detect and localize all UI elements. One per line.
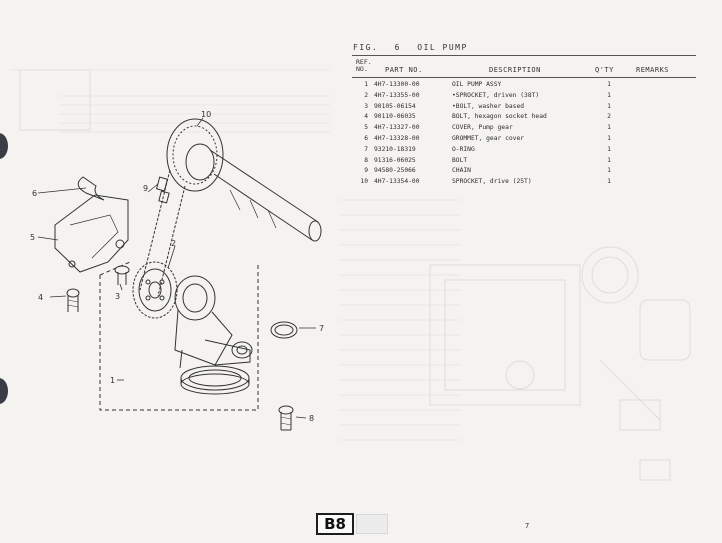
table-row: 8 91316-06025 BOLT 1 bbox=[352, 156, 696, 167]
qty-cell: 2 bbox=[607, 113, 611, 121]
parts-table: 1 4H7-13300-00 OIL PUMP ASSY 1 2 4H7-133… bbox=[352, 80, 696, 188]
table-row: 1 4H7-13300-00 OIL PUMP ASSY 1 bbox=[352, 80, 696, 91]
header-rule bbox=[352, 77, 696, 78]
exploded-parts-diagram: 10 2 3 4 5 6 7 8 9 1 bbox=[30, 110, 324, 431]
section-tab-ghost bbox=[356, 514, 388, 534]
description-cell: CHAIN bbox=[452, 167, 471, 175]
assembly-boundary bbox=[99, 262, 259, 411]
description-cell: O-RING bbox=[452, 145, 475, 153]
driven-sprocket-part bbox=[132, 261, 178, 319]
washer-bolt-part bbox=[114, 265, 130, 285]
part-no-cell: 4H7-13328-00 bbox=[374, 134, 420, 142]
pump-gear-cover-part bbox=[54, 194, 129, 273]
callout-5: 5 bbox=[30, 233, 35, 242]
callout-3: 3 bbox=[115, 292, 120, 301]
ref-no-cell: 4 bbox=[364, 113, 368, 121]
ref-no-cell: 7 bbox=[364, 145, 368, 153]
ref-no-cell: 5 bbox=[364, 124, 368, 132]
qty-cell: 1 bbox=[607, 145, 611, 153]
header-ref-no: REF. NO. bbox=[356, 59, 372, 73]
qty-cell: 1 bbox=[607, 102, 611, 110]
callout-10: 10 bbox=[201, 110, 211, 119]
table-row: 6 4H7-13328-00 GROMMET, gear cover 1 bbox=[352, 134, 696, 145]
leader-lines bbox=[37, 117, 316, 419]
qty-cell: 1 bbox=[607, 134, 611, 142]
description-cell: BOLT, hexagon socket head bbox=[452, 113, 547, 121]
header-qty: Q'TY bbox=[595, 66, 614, 74]
header-part-no: PART NO. bbox=[385, 66, 423, 74]
ref-no-cell: 3 bbox=[364, 102, 368, 110]
o-ring-part bbox=[270, 321, 298, 339]
callout-8: 8 bbox=[309, 414, 314, 423]
description-cell: •SPROCKET, driven (38T) bbox=[452, 91, 540, 99]
callout-2: 2 bbox=[171, 239, 176, 248]
qty-cell: 1 bbox=[607, 91, 611, 99]
description-cell: BOLT bbox=[452, 156, 468, 164]
qty-cell: 1 bbox=[607, 81, 611, 88]
callout-7: 7 bbox=[319, 324, 324, 333]
drive-sprocket-part bbox=[166, 118, 322, 242]
part-no-cell: 4H7-13327-00 bbox=[374, 124, 420, 132]
ref-no-cell: 1 bbox=[364, 81, 368, 88]
callout-labels: 10 2 3 4 5 6 7 8 9 1 bbox=[30, 110, 324, 423]
table-row: 4 90110-06035 BOLT, hexagon socket head … bbox=[352, 112, 696, 123]
ref-no-cell: 9 bbox=[364, 167, 368, 175]
part-no-cell: 93210-18319 bbox=[374, 145, 416, 153]
table-row: 10 4H7-13354-00 SPROCKET, drive (25T) 1 bbox=[352, 177, 696, 188]
header-ref-top: REF. bbox=[356, 58, 372, 66]
table-row: 2 4H7-13355-00 •SPROCKET, driven (38T) 1 bbox=[352, 91, 696, 102]
ref-no-cell: 6 bbox=[364, 134, 368, 142]
qty-cell: 1 bbox=[607, 178, 611, 186]
figure-label: FIG. bbox=[353, 43, 379, 52]
description-cell: GROMMET, gear cover bbox=[452, 134, 525, 142]
description-cell: SPROCKET, drive (25T) bbox=[452, 178, 532, 186]
part-no-cell: 94580-25066 bbox=[374, 167, 416, 175]
header-remarks: REMARKS bbox=[636, 66, 670, 74]
callout-1: 1 bbox=[110, 376, 115, 385]
ref-no-cell: 2 bbox=[364, 91, 368, 99]
part-no-cell: 4H7-13355-00 bbox=[374, 91, 420, 99]
title-rule bbox=[352, 55, 696, 56]
header-ref-bottom: NO. bbox=[356, 65, 368, 73]
figure-title: FIG. 6 OIL PUMP bbox=[353, 43, 478, 52]
table-row: 3 90105-06154 •BOLT, washer based 1 bbox=[352, 102, 696, 113]
figure-number: 6 bbox=[394, 43, 401, 52]
punch-hole-bottom bbox=[0, 378, 8, 404]
table-row: 5 4H7-13327-00 COVER, Pump gear 1 bbox=[352, 123, 696, 134]
grommet-part bbox=[77, 176, 105, 201]
ref-no-cell: 10 bbox=[360, 178, 368, 186]
table-row: 7 93210-18319 O-RING 1 bbox=[352, 145, 696, 156]
qty-cell: 1 bbox=[607, 124, 611, 132]
oil-pump-body bbox=[174, 275, 253, 395]
table-row: 9 94580-25066 CHAIN 1 bbox=[352, 166, 696, 177]
part-no-cell: 91316-06025 bbox=[374, 156, 416, 164]
header-description: DESCRIPTION bbox=[489, 66, 541, 74]
part-no-cell: 4H7-13354-00 bbox=[374, 178, 420, 186]
bolt-part bbox=[278, 405, 294, 431]
chain-link bbox=[155, 176, 169, 192]
callout-9: 9 bbox=[143, 184, 148, 193]
part-no-cell: 90110-06035 bbox=[374, 113, 416, 121]
section-tab: B8 bbox=[316, 513, 354, 535]
qty-cell: 1 bbox=[607, 156, 611, 164]
description-cell: •BOLT, washer based bbox=[452, 102, 525, 110]
description-cell: COVER, Pump gear bbox=[452, 124, 513, 132]
description-cell: OIL PUMP ASSY bbox=[452, 81, 502, 88]
callout-4: 4 bbox=[38, 293, 43, 302]
figure-name: OIL PUMP bbox=[417, 43, 468, 52]
callout-6: 6 bbox=[32, 189, 37, 198]
qty-cell: 1 bbox=[607, 167, 611, 175]
part-no-cell: 90105-06154 bbox=[374, 102, 416, 110]
punch-hole-top bbox=[0, 133, 8, 159]
part-no-cell: 4H7-13300-00 bbox=[374, 81, 420, 88]
page-number: 7 bbox=[525, 522, 530, 530]
ref-no-cell: 8 bbox=[364, 156, 368, 164]
hex-socket-bolt-part bbox=[66, 288, 80, 312]
